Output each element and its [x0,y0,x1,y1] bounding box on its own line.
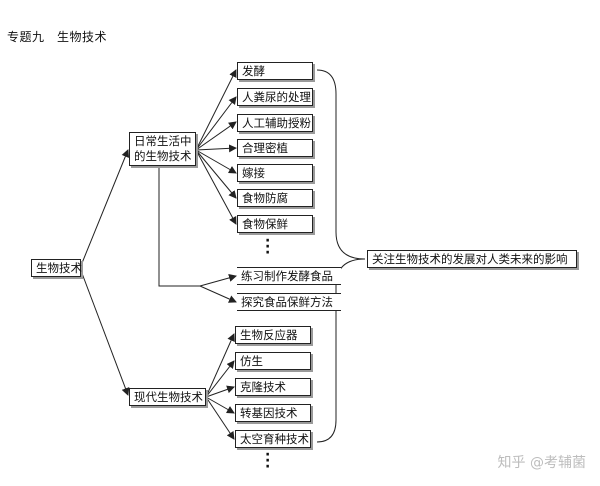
modern-item-bioreactor: 生物反应器 [235,326,311,344]
modern-fan-arrows [205,333,235,440]
daily-fan-arrows [195,69,237,225]
modern-item-space-breeding: 太空育种技术 [235,430,311,448]
experiment-food-preservation: 探究食品保鲜方法 [237,293,341,311]
modern-item-transgenic: 转基因技术 [235,404,311,422]
page-title: 专题九 生物技术 [7,30,108,44]
modern-item-cloning: 克隆技术 [235,378,311,396]
daily-item-grafting: 嫁接 [237,164,313,182]
daily-item-preservation: 食物防腐 [237,189,313,207]
brace-path [316,69,366,443]
arrow-root-to-daily [79,149,130,269]
daily-continuation-dots: ··· [265,233,271,261]
modern-branch-node: 现代生物技术 [129,388,206,406]
experiment-fermented-food: 练习制作发酵食品 [237,267,341,285]
conclusion-node: 关注生物技术的发展对人类未来的影响 [367,250,577,268]
daily-item-planting: 合理密植 [237,139,313,157]
daily-item-manure: 人粪尿的处理 [237,88,313,106]
experiment-arrows [158,166,237,303]
arrow-root-to-modern [79,267,130,396]
daily-item-pollination: 人工辅助授粉 [237,114,313,132]
daily-item-fermentation: 发酵 [237,62,313,80]
daily-branch-line-1: 日常生活中 [134,134,192,148]
watermark-text: 知乎 @考辅菌 [497,455,586,471]
modern-item-bionics: 仿生 [235,352,311,370]
root-node: 生物技术 [31,259,82,277]
modern-continuation-dots: ··· [265,447,271,475]
daily-branch-line-2: 的生物技术 [134,149,192,163]
daily-item-freshkeeping: 食物保鲜 [237,215,313,233]
daily-branch-node: 日常生活中 的生物技术 [129,132,196,166]
